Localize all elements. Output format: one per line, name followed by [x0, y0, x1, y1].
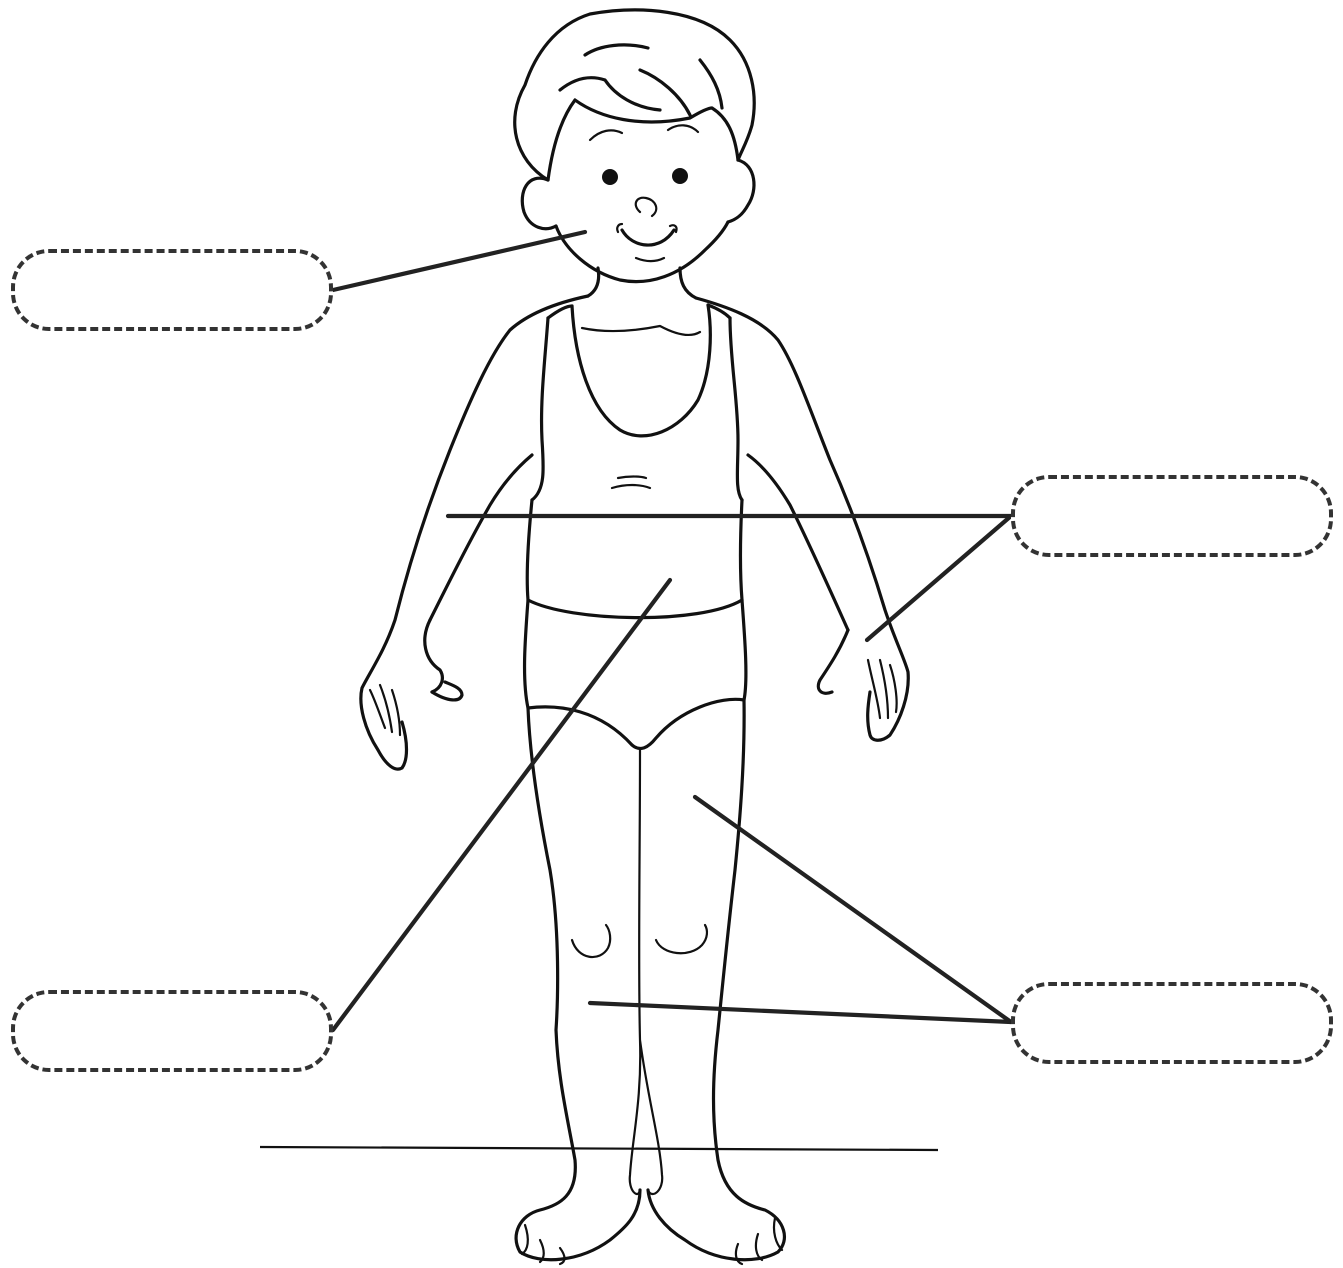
label-box-head[interactable]	[11, 249, 333, 331]
right-eye	[672, 168, 688, 184]
left-leg	[516, 708, 640, 1260]
inner-legs	[630, 750, 662, 1194]
mouth	[622, 230, 674, 245]
label-box-arms[interactable]	[1011, 475, 1333, 557]
label-box-legs[interactable]	[1011, 982, 1333, 1064]
hair	[515, 10, 754, 180]
label-box-trunk[interactable]	[11, 990, 333, 1072]
ground-line	[260, 1147, 938, 1150]
right-leg	[648, 700, 784, 1260]
leader-legs-knee	[590, 1003, 1011, 1022]
nose	[636, 198, 657, 216]
right-arm	[696, 298, 908, 740]
right-ear	[728, 160, 754, 222]
leader-arms-hand	[867, 516, 1011, 640]
leader-head	[333, 232, 585, 290]
left-eye	[602, 169, 618, 185]
leader-legs-thigh	[695, 797, 1011, 1022]
underpants	[525, 600, 746, 749]
left-ear	[522, 178, 556, 228]
